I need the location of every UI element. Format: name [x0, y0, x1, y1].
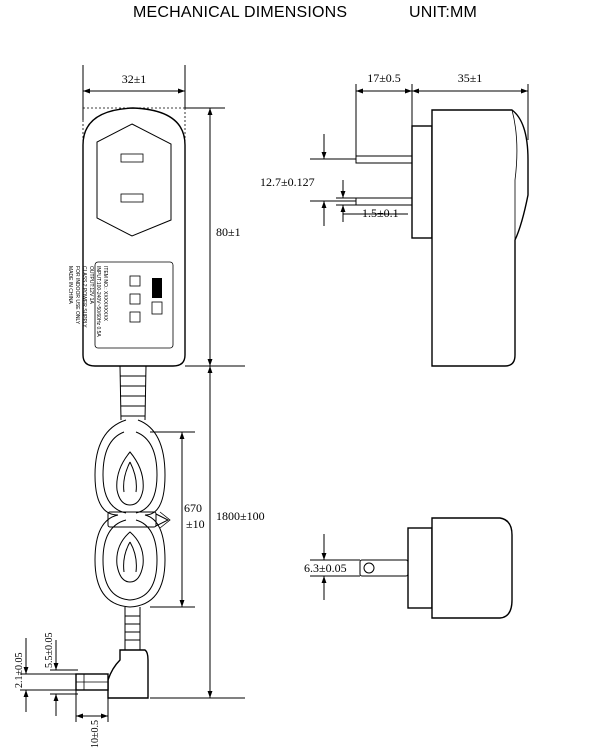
svg-text:OUTPUT:12V 1A: OUTPUT:12V 1A [88, 266, 94, 304]
side-view [310, 84, 529, 367]
pin-hole-label: 6.3±0.05 [304, 561, 347, 575]
front-height-label: 80±1 [216, 225, 241, 239]
pin-thickness-label: 1.5±0.1 [362, 206, 399, 220]
svg-text:INPUT:100-240V~50/60Hz 0.5A: INPUT:100-240V~50/60Hz 0.5A [95, 266, 101, 337]
drawing-title: MECHANICAL DIMENSIONS [133, 4, 348, 21]
pin-length-label: 17±0.5 [367, 71, 401, 85]
svg-text:CLASS 2 POWER SUPPLY: CLASS 2 POWER SUPPLY [81, 266, 87, 328]
svg-text:FOR INDOOR USE ONLY: FOR INDOOR USE ONLY [74, 266, 80, 325]
pin-spacing-label: 12.7±0.127 [260, 175, 315, 189]
coil-length-label: 670 [184, 501, 202, 515]
coil-length-tolerance: ±10 [186, 517, 205, 531]
svg-text:MADE IN CHINA: MADE IN CHINA [67, 266, 73, 304]
front-width-label: 32±1 [122, 72, 147, 86]
top-view [310, 517, 513, 619]
cable-assembly [20, 365, 245, 722]
plug-outer-dia-label: 5.5±0.05 [44, 633, 55, 669]
svg-text:ITEM NO.: XXXXXXXXX: ITEM NO.: XXXXXXXXX [102, 266, 108, 322]
cable-length-label: 1800±100 [216, 509, 265, 523]
unit-label: UNIT:MM [409, 4, 478, 21]
body-depth-label: 35±1 [458, 71, 483, 85]
front-view: ITEM NO.: XXXXXXXXX INPUT:100-240V~50/60… [67, 65, 245, 367]
plug-inner-dia-label: 2.1±0.05 [14, 653, 25, 689]
plug-length-label: 10±0.5 [90, 720, 101, 748]
